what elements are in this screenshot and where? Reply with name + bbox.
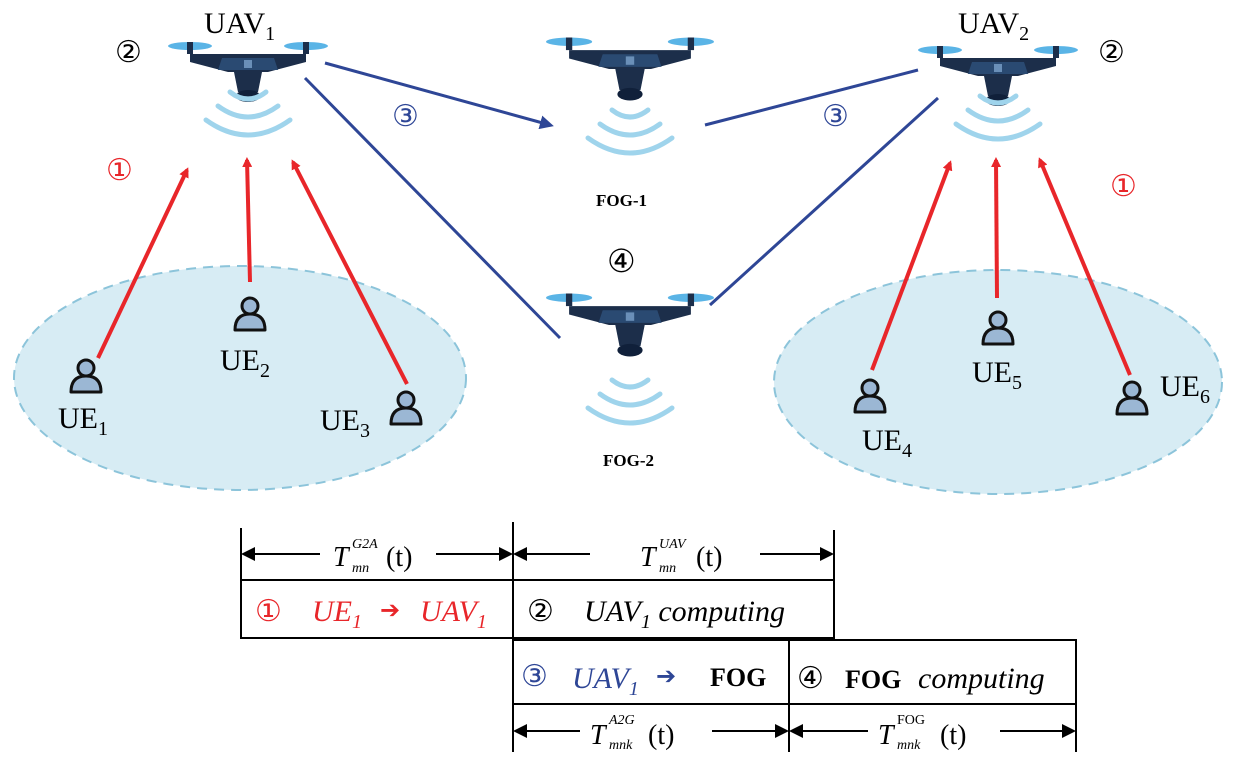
ue3-label: UE3 [320,404,370,442]
svg-text:mnk: mnk [609,738,633,753]
cluster-area-left [13,265,467,491]
ue6-label: UE6 [1160,370,1210,408]
backhaul-step-right: ③ [822,99,849,134]
signal-waves-icon [956,96,1040,139]
svg-text:mn: mn [352,561,369,576]
step4-box [788,639,1077,705]
svg-text:FOG: FOG [710,663,766,692]
backhaul-uav1-fog2-line [303,76,562,340]
signal-waves-icon [588,110,672,153]
backhaul-uav2-fog1-line [704,68,919,127]
svg-text:UAV: UAV [659,537,687,552]
step2-label: ② UAV1 computing [527,594,785,633]
t-a2g-label: T A2G mnk (t) [590,713,674,753]
svg-text:(t): (t) [696,542,722,573]
drone-icon [546,293,714,357]
svg-text:G2A: G2A [352,537,378,552]
svg-text:UAV1 computing: UAV1 computing [584,595,785,633]
fog1-label: FOG-1 [596,191,647,210]
svg-text:A2G: A2G [608,713,635,728]
fog2-label: FOG-2 [603,451,654,470]
t-uav-label: T UAV mn (t) [640,537,722,576]
ue2-label: UE2 [220,344,270,382]
step3-label: ③ UAV1 ➔ FOG [521,659,766,700]
svg-text:FOG: FOG [845,665,901,694]
drone-icon [546,37,714,101]
ue4-label: UE4 [862,424,912,462]
uav1-step-marker: ② [115,35,142,70]
step1-label: ① UE1 ➔ UAV1 [255,594,487,633]
step4-label: ④ FOG computing [797,661,1045,696]
drone-icon [918,46,1078,106]
uplink-ue2-arrow [242,157,253,283]
uplink-ue5-arrow [991,157,1002,299]
ue5-label: UE5 [972,356,1022,394]
t-fog-label: T FOG mnk (t) [878,713,966,753]
svg-text:T: T [878,720,896,751]
svg-text:mn: mn [659,561,676,576]
fog1-drone [546,37,714,154]
uplink-ue6-arrow [1038,157,1132,376]
step2-box [512,579,835,639]
timeline: T G2A mn (t) T UAV mn (t) T A2G mnk (t) … [240,522,1077,753]
svg-text:(t): (t) [940,720,966,751]
uplink-ue1-arrow [96,167,189,359]
backhaul-uav1-fog1-arrow [324,61,554,130]
svg-text:UAV1: UAV1 [420,595,487,633]
uav2-label: UAV2 [958,7,1029,45]
backhaul-uav2-fog2-line [708,96,940,307]
svg-text:T: T [590,720,608,751]
uav2-drone [918,46,1078,139]
svg-text:computing: computing [918,662,1045,695]
uav1-drone [168,42,328,135]
uav2-step-marker: ② [1098,35,1125,70]
ue1-label: UE1 [58,402,108,440]
signal-waves-icon [588,380,672,423]
svg-text:(t): (t) [386,542,412,573]
svg-text:➔: ➔ [656,662,676,690]
fog2-drone [546,293,714,424]
drone-icon [168,42,328,102]
svg-text:FOG: FOG [897,713,925,728]
t-g2a-label: T G2A mn (t) [333,537,412,576]
svg-text:④: ④ [797,661,824,696]
uplink-ue3-arrow [291,159,409,385]
svg-text:mnk: mnk [897,738,921,753]
svg-text:UE1: UE1 [312,595,362,633]
uplink-step-left: ① [106,153,133,188]
svg-text:T: T [333,542,351,573]
backhaul-step-left: ③ [392,99,419,134]
svg-text:T: T [640,542,658,573]
svg-text:➔: ➔ [380,596,400,624]
uplink-step-right: ① [1110,169,1137,204]
fog2-step-marker: ④ [607,242,636,280]
uplink-ue4-arrow [870,160,953,371]
svg-text:③: ③ [521,659,548,694]
svg-text:②: ② [527,594,554,629]
svg-text:(t): (t) [648,720,674,751]
uav1-label: UAV1 [204,7,275,45]
svg-text:①: ① [255,594,282,629]
signal-waves-icon [206,92,290,135]
svg-text:UAV1: UAV1 [572,662,639,700]
